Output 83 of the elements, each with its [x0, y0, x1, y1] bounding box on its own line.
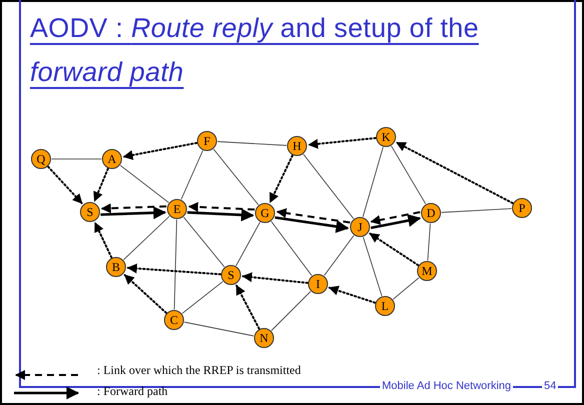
arrow — [276, 208, 350, 224]
arrow — [188, 202, 255, 212]
link-line — [303, 154, 354, 220]
arrow — [93, 168, 109, 202]
node-circle — [421, 203, 441, 223]
arrow — [328, 286, 376, 304]
link-line — [362, 146, 384, 218]
node-label: A — [108, 153, 116, 165]
arrow — [100, 206, 166, 220]
arrow — [100, 203, 166, 214]
node-label: K — [382, 131, 390, 143]
node-circle — [167, 199, 187, 219]
node-label: H — [292, 140, 302, 152]
node-circle — [164, 310, 184, 330]
arrow — [308, 137, 377, 149]
arrow — [47, 166, 83, 204]
arrow — [274, 216, 349, 233]
arrow — [396, 142, 514, 204]
arrow — [369, 232, 420, 266]
node-circle — [376, 127, 396, 147]
arrow — [94, 222, 113, 258]
node-circle — [80, 202, 100, 222]
node-label: D — [426, 207, 436, 219]
link-line — [217, 141, 287, 146]
arrow — [370, 214, 422, 230]
link-line — [390, 146, 426, 204]
legend-text: : Link over which the RREP is transmitted — [97, 363, 301, 378]
node-label: G — [260, 207, 270, 219]
node-circle — [417, 261, 437, 281]
link-line — [213, 148, 259, 206]
arrow — [370, 211, 420, 225]
node-circle — [106, 257, 126, 277]
node-label: L — [381, 300, 389, 312]
arrow — [187, 208, 254, 222]
node-label: P — [518, 202, 526, 214]
node-label: B — [112, 261, 120, 273]
arrow — [122, 142, 198, 160]
node-label: F — [204, 135, 210, 147]
node-label: S — [86, 206, 94, 218]
arrow — [236, 284, 260, 330]
link-line — [427, 223, 431, 261]
link-line — [183, 216, 225, 268]
node-circle — [350, 217, 370, 237]
node-circle — [31, 149, 51, 169]
node-label: I — [316, 278, 320, 290]
node-label: E — [173, 203, 181, 215]
node-label: Q — [36, 153, 46, 165]
node-circle — [254, 328, 274, 348]
node-label: M — [422, 265, 432, 277]
link-line — [362, 236, 382, 296]
node-circle — [375, 296, 395, 316]
page-number: 54 — [542, 380, 558, 392]
node-circle — [102, 149, 122, 169]
arrow — [269, 154, 294, 204]
link-line — [120, 165, 170, 203]
link-line — [182, 281, 224, 314]
link-line — [123, 216, 170, 260]
link-line — [174, 219, 178, 310]
link-line — [236, 222, 260, 266]
link-line — [180, 150, 204, 200]
node-circle — [308, 274, 328, 294]
link-line — [51, 158, 102, 160]
legend-text: : Forward path — [97, 384, 168, 399]
node-circle — [512, 198, 532, 218]
node-label: N — [260, 332, 268, 344]
node-circle — [287, 136, 307, 156]
node-circle — [221, 265, 241, 285]
node-circle — [255, 203, 275, 223]
node-label: S — [228, 269, 234, 281]
link-line — [441, 208, 512, 213]
link-line — [271, 291, 311, 331]
arrow — [124, 274, 168, 314]
link-line — [324, 235, 354, 276]
link-line — [270, 221, 312, 276]
node-label: C — [170, 314, 178, 326]
link-line — [392, 277, 420, 300]
link-line — [184, 322, 254, 336]
arrow — [126, 263, 222, 276]
footer-text: Mobile Ad Hoc Networking — [380, 380, 514, 392]
node-circle — [197, 131, 217, 151]
arrow — [242, 272, 309, 284]
node-label: J — [358, 221, 362, 233]
slide-title: AODV : Route reply and setup of the forward path — [30, 12, 480, 89]
